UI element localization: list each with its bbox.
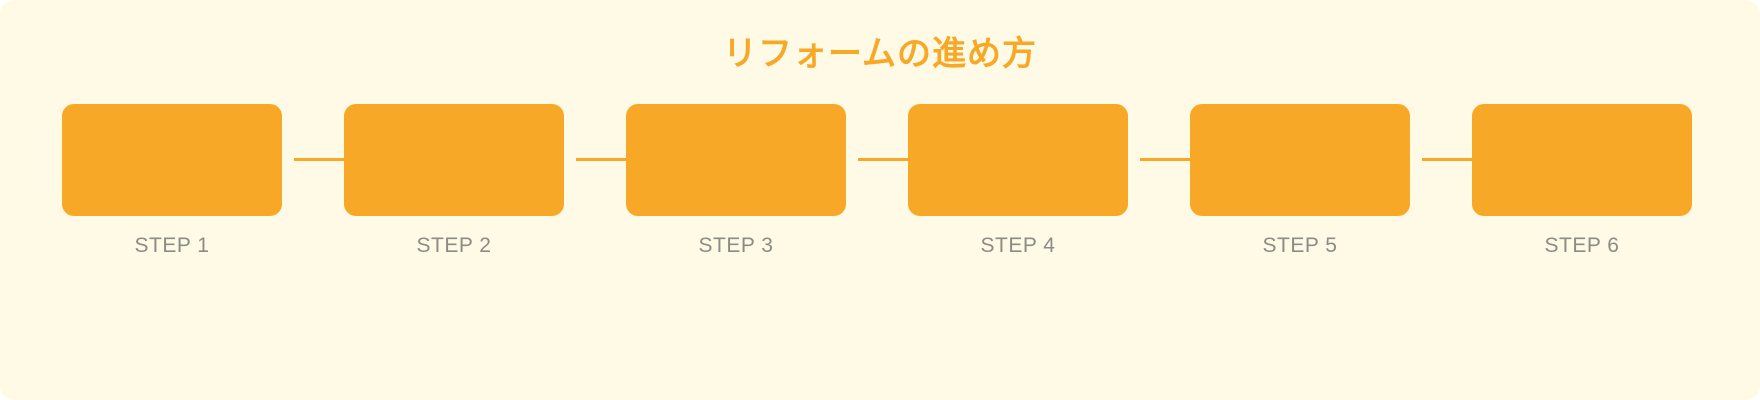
step-5: STEP 5 xyxy=(1190,104,1410,259)
step-1: STEP 1 xyxy=(62,104,282,259)
step-2-box xyxy=(344,104,564,216)
connector-1-2 xyxy=(294,158,344,161)
connector-2-3 xyxy=(576,158,626,161)
step-1-box xyxy=(62,104,282,216)
diagram-title: リフォームの進め方 xyxy=(723,34,1037,74)
step-4-label: STEP 4 xyxy=(980,234,1056,257)
connector-4-5 xyxy=(1140,158,1190,161)
step-2-label: STEP 2 xyxy=(416,234,492,257)
connector-3-4 xyxy=(858,158,908,161)
step-4-box xyxy=(908,104,1128,216)
step-3: STEP 3 xyxy=(626,104,846,259)
step-6: STEP 6 xyxy=(1472,104,1692,259)
step-3-label: STEP 3 xyxy=(698,234,774,257)
step-4: STEP 4 xyxy=(908,104,1128,259)
step-3-box xyxy=(626,104,846,216)
step-5-label: STEP 5 xyxy=(1262,234,1338,257)
step-6-label: STEP 6 xyxy=(1544,234,1620,257)
step-1-label: STEP 1 xyxy=(134,234,210,257)
step-2: STEP 2 xyxy=(344,104,564,259)
connector-5-6 xyxy=(1422,158,1472,161)
step-6-box xyxy=(1472,104,1692,216)
step-5-box xyxy=(1190,104,1410,216)
